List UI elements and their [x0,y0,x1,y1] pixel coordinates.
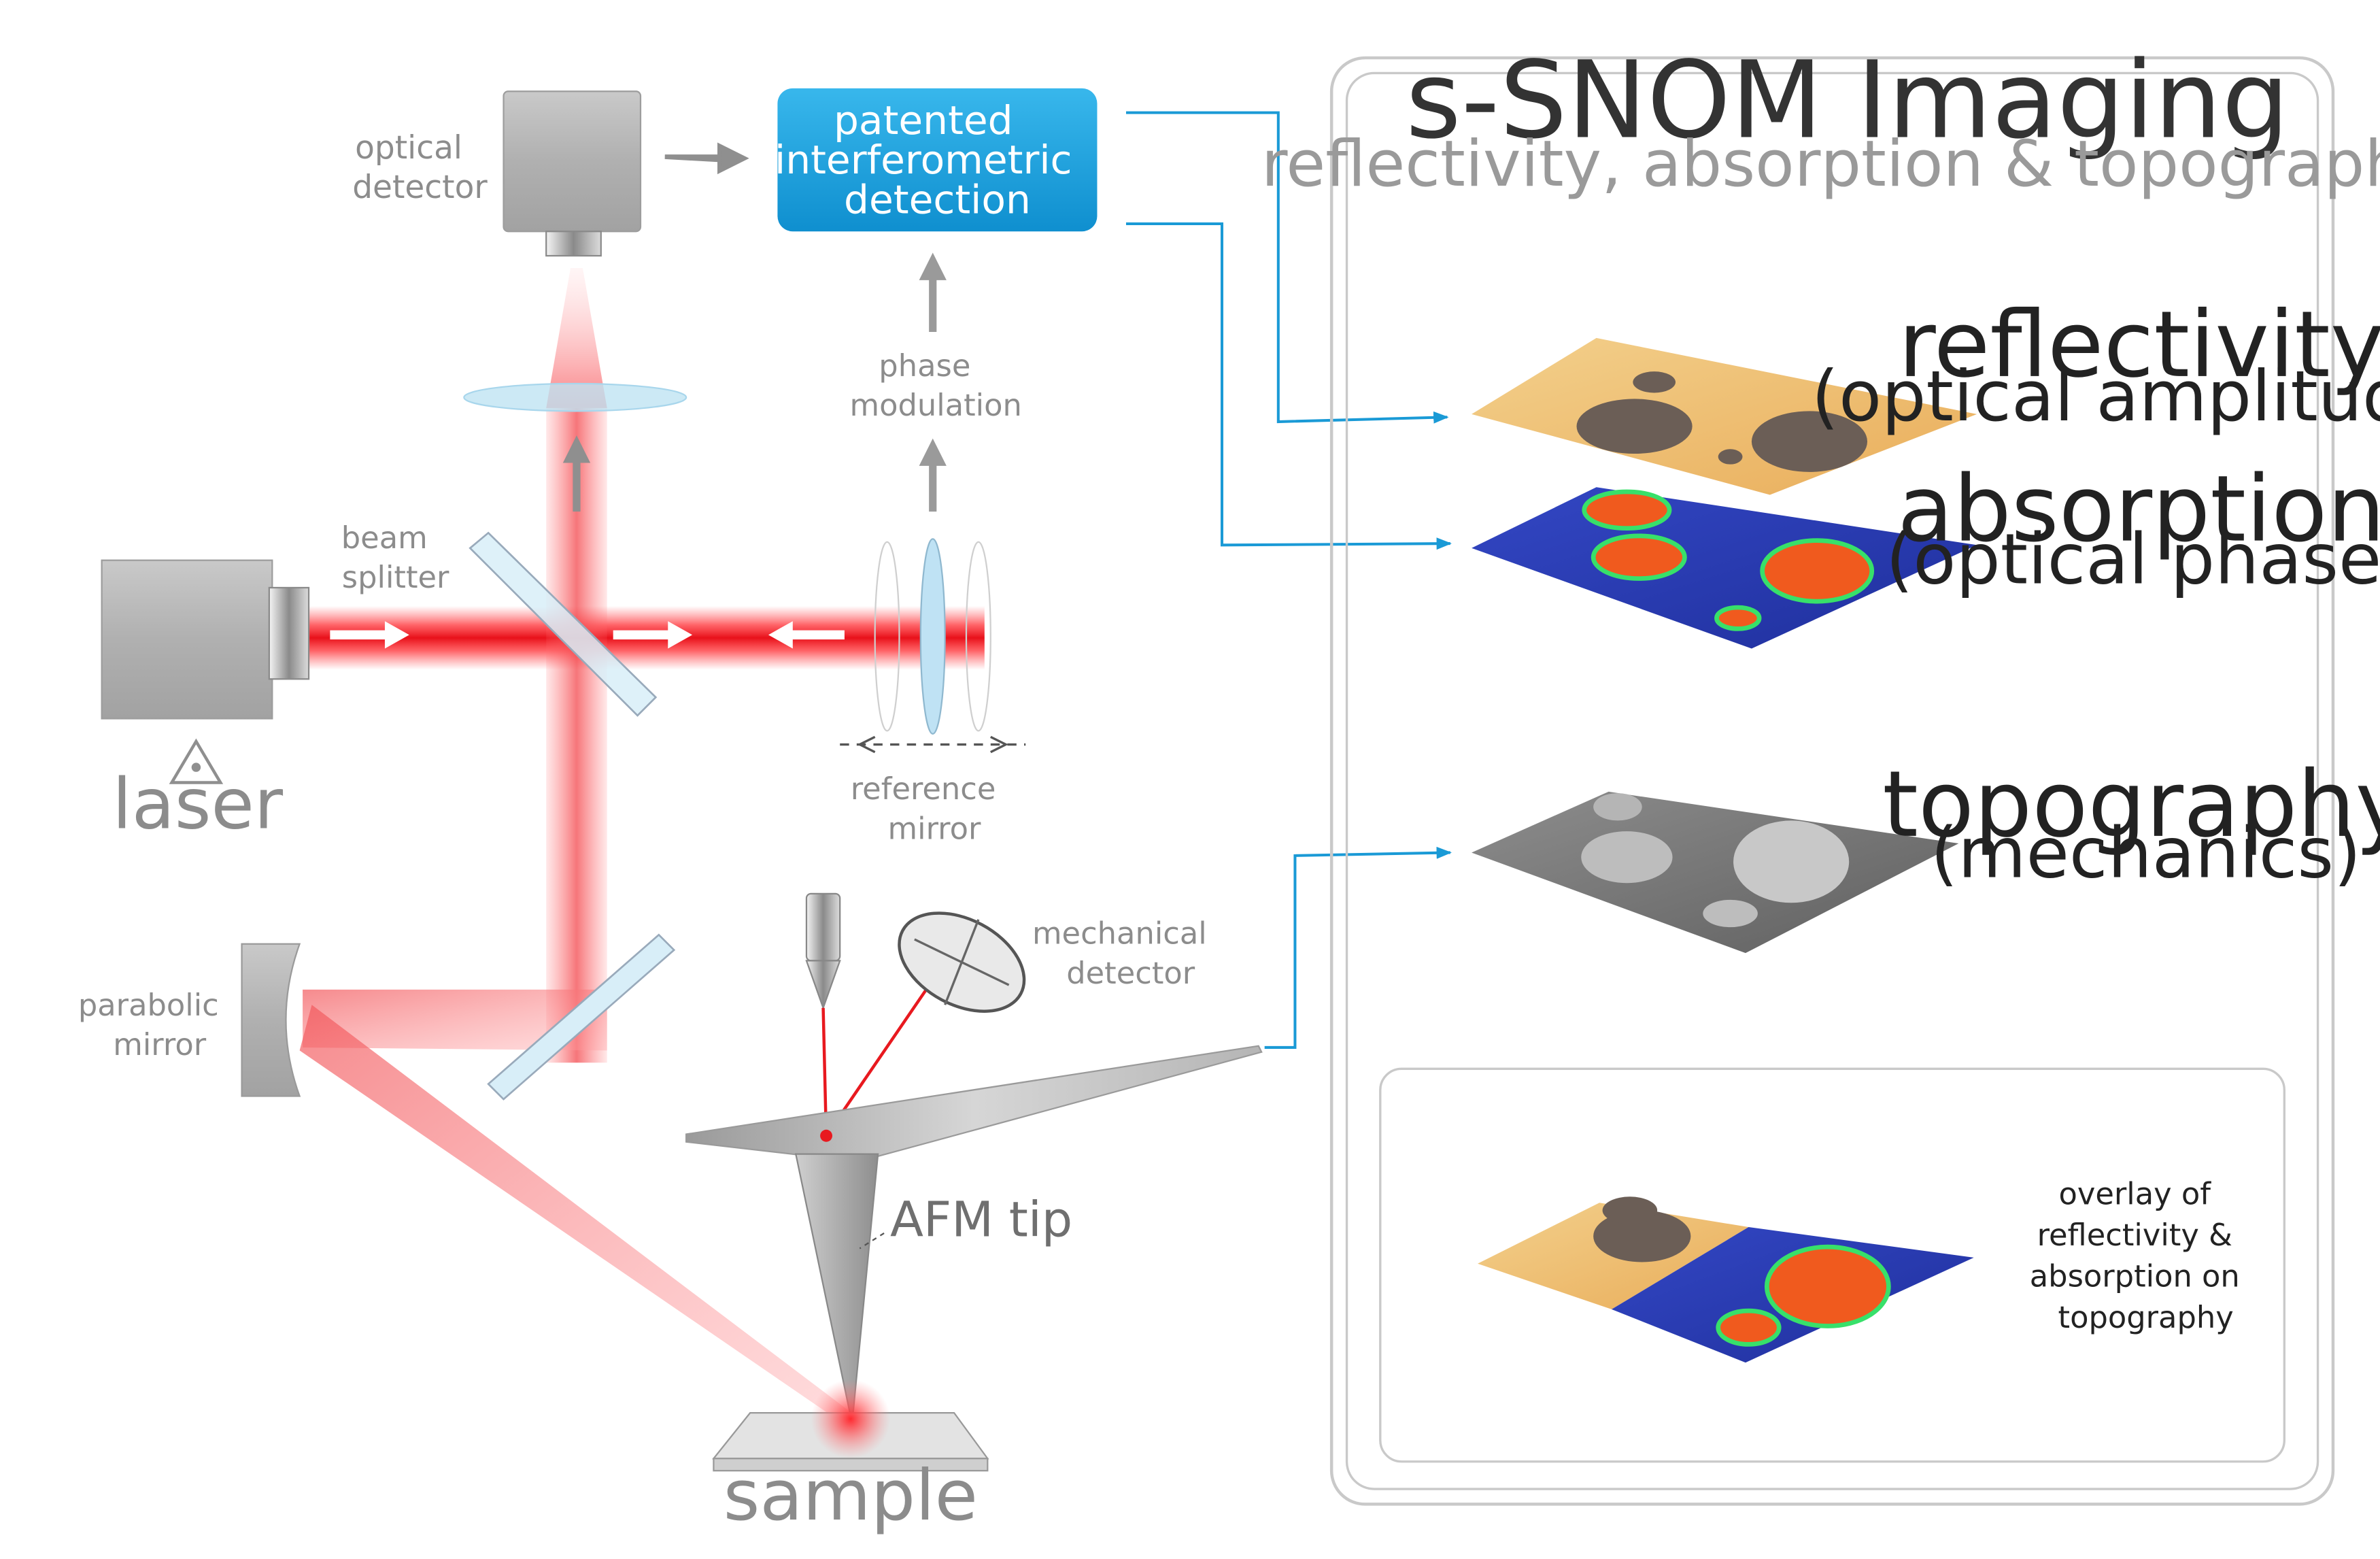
laser-out-arrow-icon [330,621,409,649]
afm-laser-source [805,892,841,1011]
signal-lines [1125,111,1452,1049]
reflectivity-label: reflectivity [1899,291,2380,398]
focused-beam-to-sample [299,1005,866,1424]
beam-splitter [469,531,658,717]
afm-tip-label: AFM tip [890,1191,1072,1247]
overlay-panel [1379,1067,2286,1463]
afm-tip [794,1153,879,1424]
detector-to-box-arrow [664,142,749,175]
sample-label: sample [724,1455,978,1537]
overlay-label: overlay of reflectivity & absorption on … [2030,1139,2262,1335]
phase-up-arrow-top-head [919,252,947,280]
beam-splitter-label: beam splitter [341,484,450,595]
afm-cantilever [685,1045,1263,1162]
reflectivity-map [1472,337,1977,495]
topography-sublabel: (mechanics) [1931,812,2361,894]
topography-label: topography [1882,751,2380,858]
snom-panel-inner [1345,71,2319,1490]
phase-modulation-label: phase modulation [850,312,1022,423]
mechanical-detector [898,911,1026,1013]
laser-warning-icon [169,738,224,784]
optical-detector-label: optical detector [352,94,488,206]
panel-subtitle: reflectivity, absorption & topography [1261,127,2380,201]
mirror-motion-arrows [840,735,1026,754]
reference-mirror [874,538,991,735]
laser-label: laser [112,764,284,845]
interferometric-detection-label: patented interferometric detection [775,52,1100,222]
optical-detector [503,90,642,257]
absorption-sublabel: (optical phase) [1886,518,2380,600]
laser-source [101,559,310,720]
signal-line-topography [1264,846,1452,1049]
phase-up-arrow-bottom-head [919,438,947,466]
interferometric-detection-box [777,88,1098,232]
vertical-beam [546,407,607,1063]
detector-beam-cone [546,267,607,408]
parabolic-mirror-label: parabolic mirror [78,951,241,1062]
snom-panel-outer [1329,56,2335,1506]
up-arrow-beam-head [562,435,591,463]
afm-laser-spot [820,1129,833,1142]
parabolic-to-splitter-beam [303,989,607,1051]
absorption-map [1472,487,1977,649]
signal-line-absorption [1125,222,1452,550]
overlay-map [1478,1196,1974,1363]
parabolic-mirror [241,943,301,1097]
reflectivity-sublabel: (optical amplitude) [1812,356,2380,437]
from-reference-arrow-icon [768,621,845,649]
reference-mirror-label: reference mirror [851,735,1018,846]
beam-direction-arrows [330,621,845,649]
absorption-label: absorption [1897,456,2380,563]
near-field-hotspot [811,1379,891,1459]
mechanical-detector-label: mechanical detector [1032,879,1229,991]
topography-map [1472,791,1959,954]
signal-line-reflectivity [1125,111,1449,424]
flat-mirror [487,933,676,1101]
to-reference-arrow-icon [613,621,693,649]
focusing-lens [463,382,687,412]
panel-title: s-SNOM Imaging [1406,38,2290,162]
laser-beams [299,267,985,1424]
